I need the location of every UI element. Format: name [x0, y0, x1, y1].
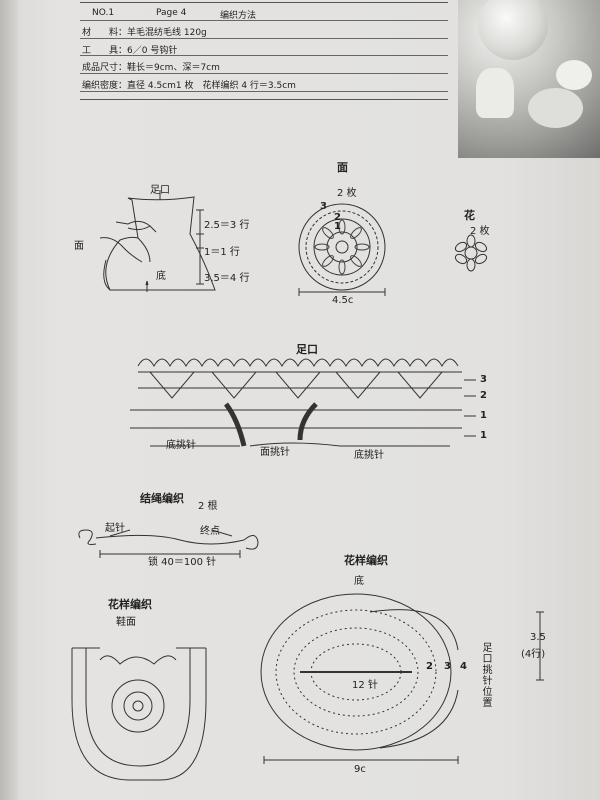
round-label: 3 — [444, 661, 451, 672]
round-label: 2 — [334, 212, 341, 223]
label-top: 面 — [74, 241, 84, 252]
header-divider — [80, 38, 448, 39]
sole-pattern-subtitle: 底 — [354, 576, 364, 587]
shoe-top-pattern-subtitle: 鞋面 — [116, 617, 136, 628]
round-label: 2 — [426, 661, 433, 672]
cuff-pickup-position: 足口挑针位置 — [480, 642, 491, 708]
flower-title: 花 — [464, 209, 475, 222]
top-motif-chart — [298, 203, 386, 296]
shoe-top-pattern-chart — [71, 647, 207, 781]
photo-baby-shoe — [528, 88, 583, 128]
sole-stitch-count: 12 针 — [352, 680, 378, 691]
sole-pattern-chart — [260, 593, 544, 764]
sole-pattern-title: 花样编织 — [344, 554, 388, 567]
header-size: 成品尺寸：鞋长＝9cm、深＝7cm — [82, 63, 220, 73]
product-photo — [458, 0, 600, 158]
sole-pickup-label: 底挑针 — [166, 440, 196, 451]
sole-width: 9c — [354, 764, 366, 775]
header-page: Page 4 — [156, 8, 187, 18]
round-label: 3 — [320, 201, 327, 212]
top-motif-width: 4.5c — [332, 295, 354, 306]
round-label: 1 — [334, 221, 341, 232]
header-divider — [80, 73, 448, 74]
cord-end: 终点 — [200, 526, 220, 537]
label-cuff: 足口 — [150, 185, 170, 196]
header-divider — [80, 91, 448, 92]
header-section: 编织方法 — [220, 11, 257, 21]
header-divider — [80, 20, 448, 21]
header-material: 材 料：羊毛混纺毛线 120g — [82, 28, 207, 38]
dim-1-row: 1＝1 行 — [204, 247, 240, 258]
header-no: NO.1 — [92, 8, 115, 18]
dim-3-rows: 2.5＝3 行 — [204, 220, 250, 231]
top-motif-title: 面 — [337, 161, 348, 174]
sole-rows: (4行) — [521, 649, 546, 660]
shoe-schematic — [99, 190, 216, 292]
cord-chart — [78, 529, 259, 558]
top-pickup-label: 面挑针 — [260, 447, 290, 458]
round-label: 4 — [460, 661, 467, 672]
cuff-stitch-chart — [130, 358, 476, 447]
sole-height: 3.5 — [530, 632, 546, 643]
header-divider — [80, 55, 448, 56]
flower-count: 2 枚 — [470, 226, 490, 237]
header-gauge: 编织密度：直径 4.5cm1 枚 花样编织 4 行＝3.5cm — [82, 81, 296, 91]
photo-vase — [476, 68, 514, 118]
sole-pickup-label: 底挑针 — [354, 450, 384, 461]
dim-4-rows: 3.5＝4 行 — [204, 273, 250, 284]
cord-start: 起针 — [105, 523, 125, 534]
flower-chart — [454, 234, 488, 272]
book-spine — [0, 0, 18, 800]
row-label: 1 — [480, 410, 487, 421]
photo-crochet-ball — [478, 0, 548, 60]
label-sole: 底 — [156, 271, 166, 282]
header-tool: 工 具：6／0 号钩针 — [82, 46, 178, 56]
info-header: NO.1 Page 4 编织方法 材 料：羊毛混纺毛线 120g 工 具：6／0… — [80, 2, 448, 100]
top-motif-count: 2 枚 — [337, 188, 357, 199]
photo-baby-shoe — [556, 60, 592, 90]
cuff-chart-title: 足口 — [296, 343, 318, 356]
shoe-top-pattern-title: 花样编织 — [108, 598, 152, 611]
row-label: 1 — [480, 430, 487, 441]
cord-chain: 锁 40＝100 针 — [148, 557, 217, 568]
row-label: 3 — [480, 374, 487, 385]
row-label: 2 — [480, 390, 487, 401]
cord-title: 结绳编织 — [140, 492, 184, 505]
cord-count: 2 根 — [198, 501, 218, 512]
